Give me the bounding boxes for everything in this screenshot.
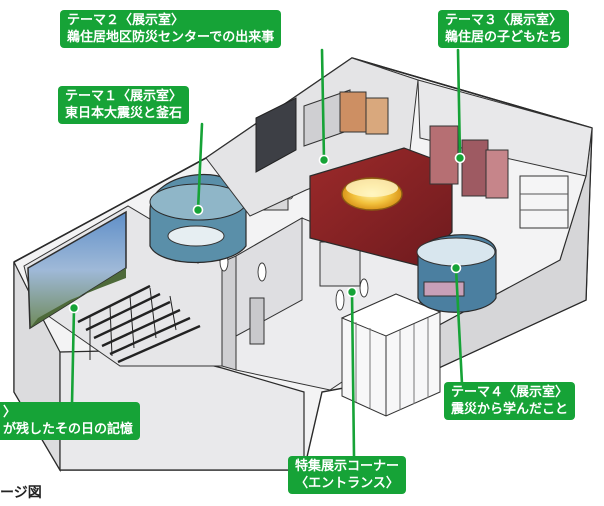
theme2-room [205, 57, 419, 217]
central-red-room [309, 147, 453, 267]
figure-caption: ージ図 [0, 485, 42, 501]
theme1-description: 東日本大震災と釜石 [65, 106, 183, 121]
theme4-description: 震災から学んだこと [451, 402, 569, 417]
theater-title: 〉 [3, 405, 17, 420]
theme3-label: テーマ３〈展示室〉 鵜住居の子どもたち [438, 10, 570, 48]
leader-lines [70, 48, 464, 458]
theme2-title: テーマ２〈展示室〉 [67, 13, 185, 28]
theme1-title: テーマ１〈展示室〉 [65, 89, 183, 104]
entrance-corner [340, 293, 442, 417]
leader-dots [68, 152, 466, 314]
theme4-label: テーマ４〈展示室〉 震災から学んだこと [444, 382, 576, 420]
theme2-description: 鵜住居地区防災センターでの出来事 [67, 30, 275, 45]
theme3-description: 鵜住居の子どもたち [445, 30, 563, 45]
special-exhibit-label: 特集展示コーナー 〈エントランス〉 [288, 456, 407, 494]
theme3-room [417, 79, 593, 229]
special-exhibit-title: 特集展示コーナー [295, 459, 400, 474]
theme1-label: テーマ１〈展示室〉 東日本大震災と釜石 [58, 86, 190, 124]
theme2-label: テーマ２〈展示室〉 鵜住居地区防災センターでの出来事 [60, 10, 282, 48]
building-cutaway-drawing [13, 48, 593, 473]
theme3-title: テーマ３〈展示室〉 [445, 13, 563, 28]
special-exhibit-description: 〈エントランス〉 [295, 476, 399, 491]
theater-description: が残したその日の記憶 [3, 422, 134, 437]
theater-label: 〉 が残したその日の記憶 [0, 402, 141, 440]
theme4-title: テーマ４〈展示室〉 [451, 385, 569, 400]
